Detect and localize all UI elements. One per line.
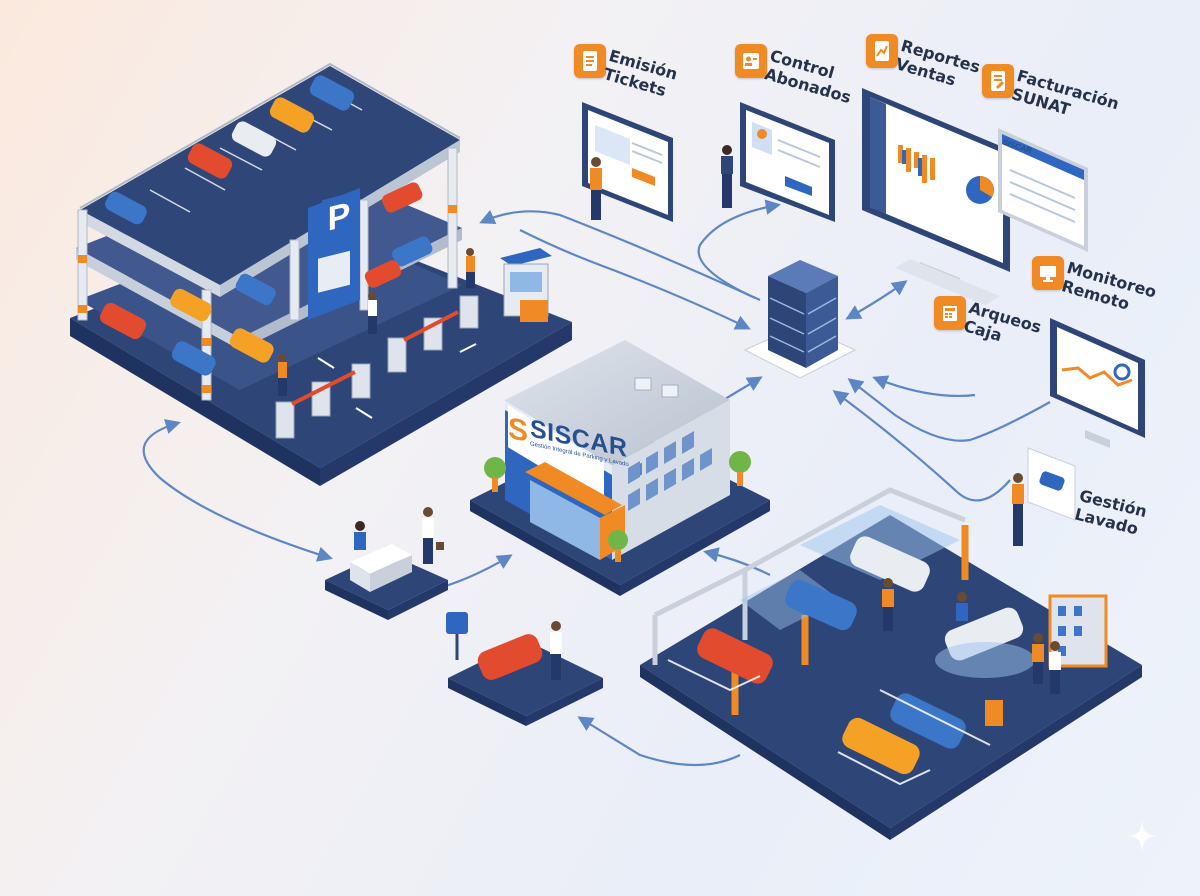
central-server <box>743 260 857 379</box>
reception-desk <box>325 507 448 620</box>
parked-cars-middle <box>170 182 433 322</box>
monitor-icon <box>1032 256 1064 290</box>
parked-cars-lower <box>99 302 274 376</box>
feature-label-facturacion-sunat: Facturación SUNAT <box>982 64 1125 119</box>
invoice-window <box>998 128 1088 252</box>
sparkle-icon <box>1126 820 1158 852</box>
connection-arrows <box>142 199 1051 767</box>
arrow-monitoreo <box>847 378 1051 442</box>
parking-staff <box>278 248 475 396</box>
parking-garage <box>70 62 572 486</box>
sales-report-monitor <box>862 88 1010 305</box>
remote-monitor <box>1050 318 1145 448</box>
arrow-lavado-to-server <box>832 390 1011 502</box>
parked-cars-top <box>105 75 355 225</box>
parking-sign: P <box>322 191 356 243</box>
arrow-parking-to-server <box>519 229 751 330</box>
arrow-server-to-parking <box>479 209 761 302</box>
cash-register-icon <box>934 296 966 330</box>
entry-barriers <box>275 295 479 439</box>
arrow-wash-to-office <box>703 547 771 576</box>
arrow-server-to-reportes <box>845 280 908 320</box>
arrow-server-to-abonados <box>697 199 782 299</box>
invoice-icon <box>982 64 1014 98</box>
ticket-icon <box>574 44 606 78</box>
arrow-wash-to-parked-car <box>577 716 741 767</box>
arrow-parking-to-reception <box>142 419 333 562</box>
feature-label-arqueos-caja: Arqueos Caja <box>934 296 1046 345</box>
siscar-logo-mark: S <box>508 411 529 449</box>
office-windows <box>628 431 712 511</box>
id-card-icon <box>735 44 767 78</box>
arrow-arqueos-to-server <box>872 375 976 398</box>
wash-touch-panel <box>1012 447 1076 546</box>
ticket-panel <box>582 102 673 222</box>
feature-label-monitoreo-remoto: Monitoreo Remoto <box>1032 256 1162 314</box>
parked-car-pad <box>446 612 603 726</box>
car-wash-area <box>640 487 1142 840</box>
feature-label-gestion-lavado: Gestión Lavado <box>1073 484 1151 539</box>
feature-label-emision-tickets: Emisión Tickets <box>574 44 682 100</box>
ticket-booth <box>500 248 552 322</box>
feature-label-control-abonados: Control Abonados <box>735 44 862 107</box>
report-icon <box>866 34 898 68</box>
subscribers-panel <box>721 102 835 222</box>
feature-label-reportes-ventas: Reportes Ventas <box>866 34 986 90</box>
office-building <box>470 340 770 596</box>
